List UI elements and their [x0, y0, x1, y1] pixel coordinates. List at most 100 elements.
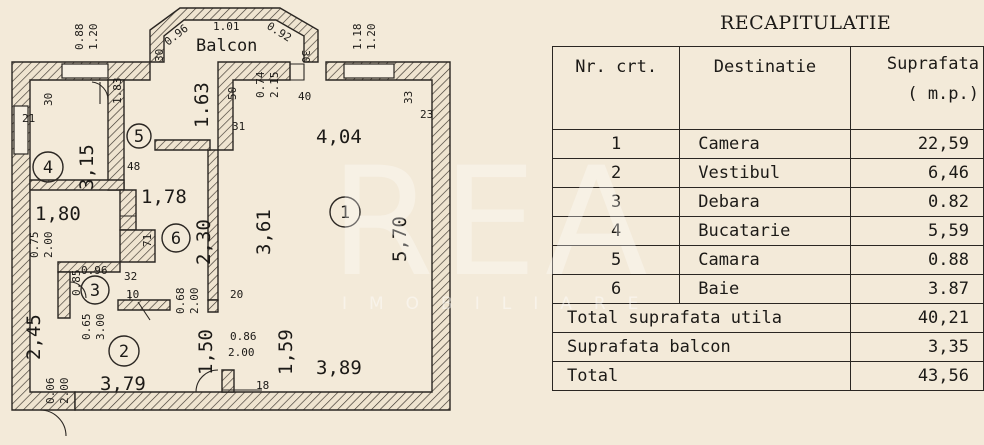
recap-title: RECAPITULATIE [720, 12, 892, 34]
total-label: Total suprafata utila [552, 303, 851, 333]
dim-balc-side-r: 30 [299, 50, 312, 63]
total-label: Suprafata balcon [552, 332, 851, 362]
table-row: 6 Baie 3.87 [551, 274, 984, 304]
total-value: 40,21 [849, 303, 984, 333]
cell-nr: 5 [551, 245, 681, 275]
dim-006: 0.06 [44, 378, 57, 405]
header-dest: Destinatie [679, 46, 851, 130]
total-value: 3,35 [849, 332, 984, 362]
dim-215: 2.15 [268, 72, 281, 99]
room-number-4: 4 [43, 158, 53, 178]
cell-nr: 3 [551, 187, 681, 217]
dim-075: 0.75 [28, 232, 41, 259]
dim-065: 0.65 [80, 314, 93, 341]
header-supr-2: ( m.p.) [907, 84, 979, 104]
dim-balc-side-l: 30 [153, 49, 166, 62]
dim-b-right-bot: 1.20 [365, 24, 378, 51]
room-number-6: 6 [171, 229, 181, 249]
dim-178: 1,78 [141, 186, 187, 208]
walls [11, 7, 451, 411]
floor-plan: 1 2 3 4 5 6 Balcon 0.88 1.20 1.18 1.20 0… [11, 7, 451, 437]
dim-180: 1,80 [35, 203, 81, 225]
dim-200d: 2.00 [58, 378, 71, 405]
dim-570: 5,70 [389, 216, 411, 262]
total-row: Total suprafata utila 40,21 [552, 303, 984, 333]
dim-300: 3.00 [94, 314, 107, 341]
dim-33: 33 [402, 91, 415, 104]
dim-48: 48 [127, 160, 140, 173]
dim-20: 20 [230, 288, 243, 301]
dim-200a: 2.00 [42, 232, 55, 259]
dim-389: 3,89 [316, 357, 362, 379]
total-row: Total 43,56 [552, 361, 984, 391]
header-supr-1: Suprafata [886, 54, 979, 74]
room-marker-3 [80, 275, 110, 305]
dim-10: 10 [126, 288, 139, 301]
dim-18: 18 [256, 379, 269, 392]
cell-dest: Debara [679, 187, 851, 217]
cell-nr: 1 [551, 129, 681, 159]
dim-21: 21 [22, 112, 35, 125]
dim-71: 71 [141, 234, 154, 247]
cell-nr: 2 [551, 158, 681, 188]
cell-dest: Camara [679, 245, 851, 275]
table-row: 2 Vestibul 6,46 [551, 158, 984, 188]
cell-supr: 3.87 [849, 274, 984, 304]
room-number-5: 5 [134, 127, 144, 147]
dim-159: 1,59 [275, 329, 297, 375]
dim-b-right-top: 1.18 [351, 24, 364, 51]
table-row: 4 Bucatarie 5,59 [551, 216, 984, 246]
cell-nr: 6 [551, 274, 681, 304]
dim-074: 0.74 [254, 71, 267, 98]
dim-085: 0.85 [70, 270, 83, 297]
dim-245: 2,45 [23, 314, 45, 360]
dim-315: 3,15 [76, 144, 98, 190]
dim-32: 32 [124, 270, 137, 283]
cell-dest: Bucatarie [679, 216, 851, 246]
room-marker-1 [329, 196, 361, 228]
cell-supr: 0.82 [849, 187, 984, 217]
cell-supr: 22,59 [849, 129, 984, 159]
cell-supr: 0.88 [849, 245, 984, 275]
dim-096: 0.96 [81, 264, 108, 277]
dim-b-left-bot: 1.20 [87, 24, 100, 51]
recap-header-row: Nr. crt. Destinatie Suprafata ( m.p.) [551, 46, 984, 130]
table-row: 3 Debara 0.82 [551, 187, 984, 217]
cell-supr: 6,46 [849, 158, 984, 188]
dim-50: 50 [226, 87, 239, 100]
dim-balc-b: 1.01 [213, 20, 240, 33]
room-marker-6 [161, 223, 191, 253]
dim-404: 4,04 [316, 126, 362, 148]
dim-30: 30 [42, 93, 55, 106]
dim-200c: 2.00 [228, 346, 255, 359]
dim-23: 23 [420, 108, 433, 121]
room-marker-2 [108, 335, 140, 367]
header-supr: Suprafata ( m.p.) [849, 46, 984, 130]
total-row: Suprafata balcon 3,35 [552, 332, 984, 362]
cell-dest: Camera [679, 129, 851, 159]
dim-163: 1.63 [191, 82, 213, 128]
doors [39, 63, 305, 437]
dim-200b: 2.00 [188, 288, 201, 315]
room-markers [32, 123, 361, 367]
header-nr: Nr. crt. [551, 46, 681, 130]
table-row: 5 Camara 0.88 [551, 245, 984, 275]
room-number-2: 2 [119, 342, 129, 362]
dim-379: 3,79 [100, 373, 146, 395]
table-row: 1 Camera 22,59 [551, 129, 984, 159]
cell-dest: Baie [679, 274, 851, 304]
dim-b-left-top: 0.88 [73, 24, 86, 51]
cell-dest: Vestibul [679, 158, 851, 188]
total-label: Total [552, 361, 851, 391]
dim-361: 3,61 [253, 209, 275, 255]
dim-183: 1.83 [111, 78, 124, 105]
cell-supr: 5,59 [849, 216, 984, 246]
dim-068: 0.68 [174, 288, 187, 315]
windows [13, 63, 395, 155]
dim-230: 2,30 [193, 219, 215, 265]
balcony-label: Balcon [196, 36, 257, 56]
room-marker-5 [126, 123, 152, 149]
room-number-3: 3 [90, 281, 100, 301]
room-marker-4 [32, 151, 64, 183]
dim-150: 1,50 [195, 329, 217, 375]
